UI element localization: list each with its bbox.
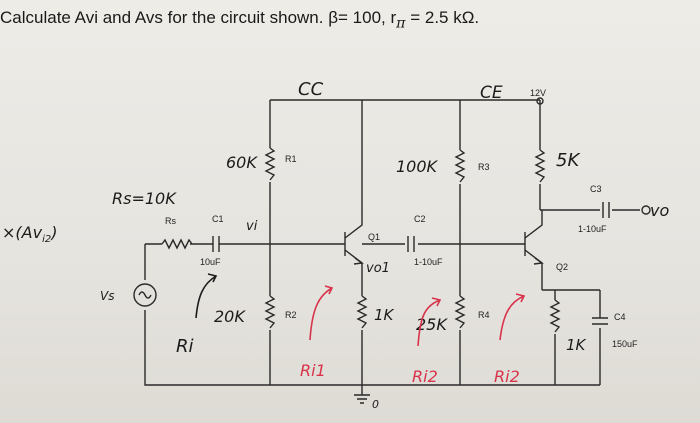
ri2-handwritten: Ri2	[412, 367, 438, 386]
re1-resistor	[356, 295, 368, 329]
r4-handwritten: 25K	[416, 315, 448, 334]
rs-handwritten: Rs=10K	[112, 189, 177, 208]
re1-handwritten: 1K	[374, 306, 395, 324]
rc2-handwritten: 5K	[556, 150, 580, 171]
ri2b-handwritten: Ri2	[494, 367, 520, 386]
re2-resistor	[549, 299, 561, 333]
rc2-resistor	[534, 149, 546, 183]
c2-cap	[407, 236, 415, 252]
ri-handwritten: Ri	[176, 336, 194, 357]
vi-handwritten: vi	[246, 219, 258, 234]
re2-wire	[542, 289, 601, 385]
q1-emitter	[344, 249, 363, 296]
q1-collector	[344, 100, 363, 239]
avi-text: ×(Av	[2, 223, 43, 242]
vcc-label: 12V	[530, 88, 546, 98]
c3-label: C3	[590, 184, 602, 194]
r1-label: R1	[285, 154, 297, 164]
c1-cap	[208, 236, 226, 252]
q1-arrow	[353, 257, 364, 265]
q2-arrow	[533, 257, 544, 265]
problem-statement: Calculate Avi and Avs for the circuit sh…	[0, 8, 479, 31]
ri-arrow	[195, 273, 218, 319]
beta-value: β= 100,	[328, 8, 386, 27]
c2-label: C2	[414, 214, 426, 224]
r3-resistor	[454, 149, 466, 183]
r2-handwritten: 20K	[214, 307, 246, 326]
ce-annotation: CE	[480, 83, 503, 103]
avi-handwritten: ×(Avi2)	[2, 223, 57, 245]
c3-value: 1-10uF	[578, 224, 607, 234]
c4-cap	[592, 317, 608, 325]
c1-value: 10uF	[200, 257, 221, 267]
r2-label: R2	[285, 310, 297, 320]
problem-text: Calculate Avi and Avs for the circuit sh…	[0, 8, 324, 27]
r4-label: R4	[478, 310, 490, 320]
r4-resistor	[454, 295, 466, 329]
c4-value: 150uF	[612, 339, 638, 349]
ground-zero: 0	[372, 398, 379, 411]
r3-handwritten: 100K	[396, 157, 439, 176]
q2-emitter	[524, 249, 543, 290]
rpi-value: = 2.5 kΩ.	[410, 8, 480, 27]
vo1-handwritten: vo1	[366, 261, 390, 276]
vs-handwritten: Vs	[100, 289, 114, 303]
c2-value: 1-10uF	[414, 257, 443, 267]
source-sine	[138, 291, 152, 299]
rs-label: Rs	[165, 216, 176, 226]
cc-annotation: CC	[298, 79, 324, 100]
c4-label: C4	[614, 312, 626, 322]
c1-label: C1	[212, 214, 224, 224]
r1-handwritten: 60K	[226, 153, 258, 172]
ri1-arrow	[309, 285, 334, 341]
rpi-subscript: π	[396, 15, 406, 32]
r2-resistor	[264, 295, 276, 329]
vo-node	[641, 205, 651, 215]
q2-label: Q2	[556, 262, 568, 272]
source-circle	[133, 283, 157, 307]
avi-subscript: i2	[42, 234, 51, 245]
re2-handwritten: 1K	[566, 336, 587, 354]
ri2-arrow	[417, 297, 442, 347]
ground	[354, 394, 370, 404]
r1-resistor	[264, 147, 276, 181]
ri2b-arrow	[499, 293, 526, 341]
r3-label: R3	[478, 162, 490, 172]
q2-collector	[524, 210, 543, 239]
ri1-handwritten: Ri1	[300, 361, 326, 380]
c3-cap	[602, 202, 610, 218]
source-wire	[144, 244, 600, 386]
rs-resistor	[161, 238, 193, 250]
q1-label: Q1	[368, 232, 380, 242]
rpi-symbol: r	[390, 8, 397, 27]
vo-handwritten: vo	[650, 201, 669, 220]
